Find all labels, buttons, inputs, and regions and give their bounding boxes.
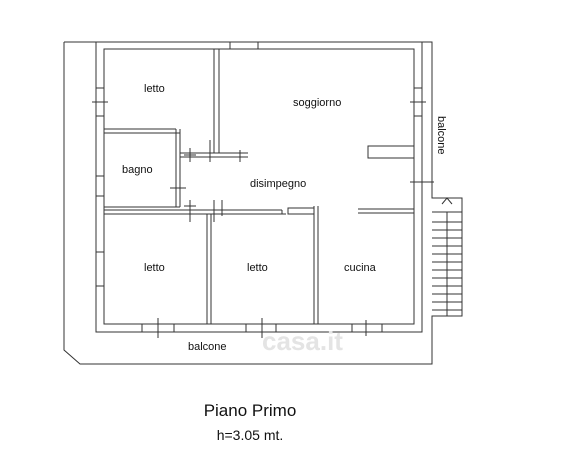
window bbox=[229, 41, 259, 50]
window bbox=[95, 175, 105, 197]
room-label-soggiorno: soggiorno bbox=[293, 97, 341, 109]
window bbox=[245, 323, 277, 333]
room-label-cucina: cucina bbox=[344, 262, 377, 274]
balcony-bottom-outline bbox=[63, 42, 433, 365]
room-label-letto-mid: letto bbox=[247, 262, 268, 274]
plan-height: h=3.05 mt. bbox=[216, 427, 284, 443]
balcony-label-bottom: balcone bbox=[188, 341, 227, 353]
watermark: casa.it bbox=[262, 326, 343, 356]
balcony-right-outline bbox=[422, 41, 463, 322]
room-label-bagno: bagno bbox=[122, 164, 153, 176]
room-label-letto-top: letto bbox=[144, 83, 165, 95]
window bbox=[351, 323, 383, 333]
room-label-disimpegno: disimpegno bbox=[250, 178, 306, 190]
room-label-letto-left: letto bbox=[144, 262, 165, 274]
plan-title: Piano Primo bbox=[203, 401, 297, 420]
balcony-label-right: balcone bbox=[435, 116, 447, 155]
window bbox=[95, 251, 105, 287]
